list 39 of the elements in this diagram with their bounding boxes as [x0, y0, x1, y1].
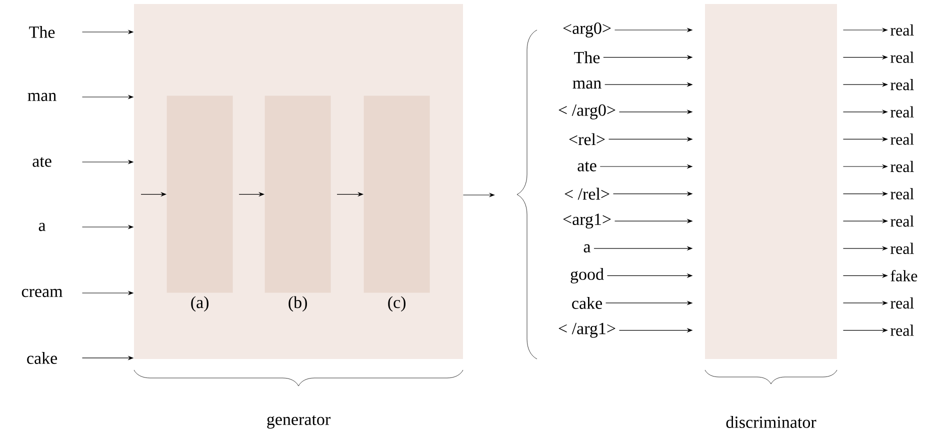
output-label: real	[890, 160, 914, 172]
word-label: man	[28, 92, 56, 102]
token-label: <rel>	[569, 133, 605, 146]
token-label: < /arg0>	[558, 104, 616, 120]
token-label: ate	[578, 162, 596, 172]
token-label: <arg0>	[563, 22, 611, 38]
word-label: ate	[32, 157, 52, 167]
word-label: The	[29, 26, 55, 38]
layer-box: (a)	[166, 96, 233, 312]
token-label: cake	[572, 297, 602, 309]
output-label: real	[890, 106, 914, 118]
model-box	[705, 4, 837, 359]
word-label: cake	[27, 352, 57, 364]
brace-label: generator	[267, 415, 330, 429]
output-label: fake	[890, 270, 918, 282]
word-label: cream	[22, 288, 63, 298]
output-label: real	[890, 24, 914, 36]
brace-label: discriminator	[726, 416, 816, 428]
output-label: real	[890, 297, 914, 309]
output-label: real	[890, 134, 914, 145]
output-label: real	[890, 242, 914, 254]
output-label: real	[890, 215, 914, 227]
node-label: (c)	[388, 296, 406, 312]
token-label: man	[572, 80, 602, 89]
token-label: <arg1>	[563, 214, 611, 229]
token-label: good	[570, 268, 604, 284]
output-label: real	[890, 324, 914, 336]
token-label: a	[584, 244, 591, 252]
output-label: real	[890, 52, 914, 63]
token-label: < /rel>	[564, 188, 610, 200]
layer-box: (c)	[364, 96, 430, 312]
node-label: (b)	[288, 296, 307, 312]
word-label: a	[38, 222, 46, 232]
token-label: < /arg1>	[558, 322, 616, 338]
token-label: The	[574, 51, 600, 64]
layer-box: (b)	[264, 96, 331, 312]
node-label: (a)	[191, 296, 208, 312]
output-label: real	[890, 188, 914, 200]
output-label: real	[890, 78, 914, 90]
